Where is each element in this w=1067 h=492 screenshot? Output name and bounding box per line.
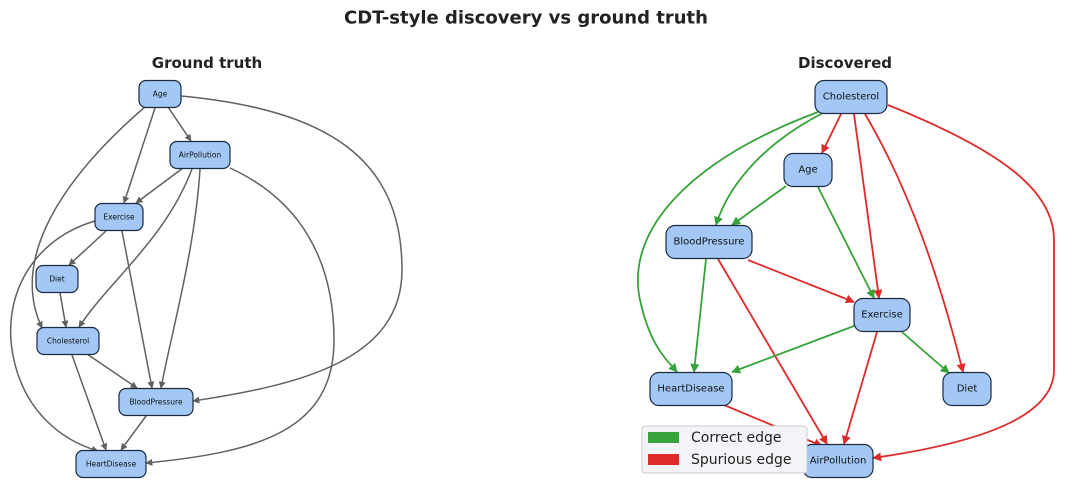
discovered-edge-age-to-exercise [817, 186, 875, 299]
discovered-node-label: Exercise [861, 310, 903, 321]
discovered-edge-blood-pressure-to-exercise [747, 259, 855, 304]
discovered-node-box [783, 152, 833, 188]
ground-truth-node-exercise: Exercise [94, 202, 144, 232]
ground-truth-node-label: Diet [49, 275, 64, 284]
discovered-node-diet: Diet [942, 371, 992, 407]
discovered-edge-blood-pressure-to-air-pollution [717, 258, 828, 445]
discovered-node-label: HeartDisease [657, 384, 724, 395]
ground-truth-node-box [35, 264, 79, 294]
discovered-node-label: AirPollution [810, 456, 867, 467]
ground-truth-edge-air-pollution-to-cholesterol [78, 168, 193, 328]
discovered-edge-age-to-blood-pressure [731, 185, 787, 226]
discovered-node-label: BloodPressure [674, 237, 745, 248]
discovered-nodes: CholesterolAgeBloodPressureExerciseHeart… [649, 79, 992, 479]
ground-truth-node-box [36, 326, 100, 356]
ground-truth-panel: Ground truth AgeAirPollutionExerciseDiet… [9, 54, 403, 479]
ground-truth-node-label: HeartDisease [86, 460, 137, 469]
ground-truth-title: Ground truth [152, 54, 262, 72]
discovered-node-exercise: Exercise [853, 297, 911, 333]
ground-truth-node-cholesterol: Cholesterol [36, 326, 100, 356]
legend-swatch-spurious [648, 454, 679, 465]
ground-truth-edge-air-pollution-to-heart-disease [145, 167, 335, 466]
ground-truth-edge-diet-to-cholesterol [59, 292, 69, 328]
ground-truth-edge-blood-pressure-to-heart-disease [120, 415, 147, 451]
discovered-edge-cholesterol-to-air-pollution [872, 104, 1055, 462]
discovered-node-box [853, 297, 911, 333]
ground-truth-node-blood-pressure: BloodPressure [118, 387, 194, 417]
discovered-edge-exercise-to-diet [901, 331, 950, 374]
ground-truth-node-box [169, 140, 231, 170]
discovered-edge-cholesterol-to-blood-pressure [714, 112, 824, 226]
discovered-node-box [814, 79, 888, 115]
discovered-title: Discovered [798, 54, 892, 72]
legend-label-correct: Correct edge [691, 430, 782, 446]
ground-truth-edge-exercise-to-heart-disease [9, 220, 99, 453]
discovered-edge-cholesterol-to-diet [864, 113, 966, 373]
discovered-node-label: Cholesterol [823, 92, 879, 103]
ground-truth-node-label: Age [153, 90, 168, 99]
ground-truth-edge-age-to-air-pollution [167, 106, 192, 142]
discovered-edge-cholesterol-to-heart-disease [637, 111, 819, 373]
ground-truth-node-box [118, 387, 194, 417]
ground-truth-node-box [138, 79, 182, 109]
ground-truth-node-label: BloodPressure [129, 398, 183, 407]
ground-truth-edge-exercise-to-blood-pressure [121, 230, 155, 389]
ground-truth-nodes: AgeAirPollutionExerciseDietCholesterolBl… [35, 79, 231, 479]
ground-truth-edge-age-to-blood-pressure [180, 95, 403, 404]
legend-box [641, 425, 808, 474]
figure-title: CDT-style discovery vs ground truth [344, 8, 708, 29]
ground-truth-node-diet: Diet [35, 264, 79, 294]
ground-truth-node-age: Age [138, 79, 182, 109]
ground-truth-edge-age-to-cholesterol [31, 105, 147, 329]
ground-truth-edge-cholesterol-to-heart-disease [71, 354, 108, 451]
discovered-node-box [665, 224, 753, 260]
ground-truth-node-air-pollution: AirPollution [169, 140, 231, 170]
ground-truth-node-label: Exercise [103, 213, 135, 222]
ground-truth-edge-cholesterol-to-blood-pressure [86, 353, 138, 389]
discovered-node-box [942, 371, 992, 407]
legend-label-spurious: Spurious edge [691, 452, 791, 468]
ground-truth-node-label: Cholesterol [47, 337, 89, 346]
discovered-node-label: Diet [957, 384, 978, 395]
discovered-node-age: Age [783, 152, 833, 188]
ground-truth-edge-air-pollution-to-blood-pressure [158, 168, 201, 389]
discovered-edge-exercise-to-air-pollution [841, 331, 878, 445]
discovered-edge-cholesterol-to-age [821, 113, 842, 154]
ground-truth-edges [9, 95, 403, 466]
discovered-node-label: Age [798, 165, 817, 176]
ground-truth-edge-exercise-to-diet [68, 230, 107, 266]
discovered-edge-blood-pressure-to-heart-disease [690, 258, 707, 373]
ground-truth-node-box [94, 202, 144, 232]
discovered-panel: Discovered CholesterolAgeBloodPressureEx… [637, 54, 1055, 479]
discovered-node-air-pollution: AirPollution [802, 443, 874, 479]
discovered-node-heart-disease: HeartDisease [649, 371, 733, 407]
discovered-edge-cholesterol-to-exercise [853, 113, 883, 299]
legend-swatch-correct [648, 432, 679, 443]
discovered-node-blood-pressure: BloodPressure [665, 224, 753, 260]
discovered-node-box [649, 371, 733, 407]
discovered-node-cholesterol: Cholesterol [814, 79, 888, 115]
ground-truth-node-label: AirPollution [179, 151, 222, 160]
legend: Correct edge Spurious edge [641, 425, 808, 474]
discovered-edge-exercise-to-heart-disease [731, 325, 855, 374]
ground-truth-edge-age-to-exercise [122, 107, 156, 204]
ground-truth-node-box [75, 449, 147, 479]
ground-truth-edge-air-pollution-to-exercise [135, 167, 184, 204]
ground-truth-node-heart-disease: HeartDisease [75, 449, 147, 479]
